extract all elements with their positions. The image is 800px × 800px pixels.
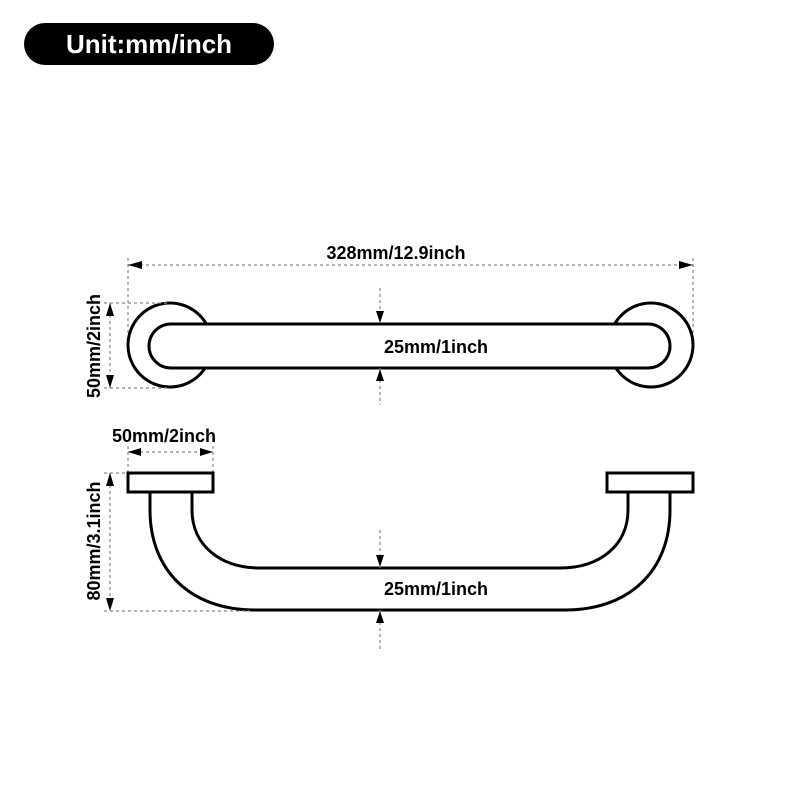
side-view: 50mm/2inch 80mm/3.1inch 25mm/1inch xyxy=(84,426,695,650)
unit-badge: Unit:mm/inch xyxy=(24,23,274,65)
overall-length-label: 328mm/12.9inch xyxy=(326,243,465,263)
tube-diameter-label: 25mm/1inch xyxy=(384,337,488,357)
side-tube-dia-arrow-top xyxy=(376,555,384,567)
flange-diameter-label: 50mm/2inch xyxy=(84,294,104,398)
flange-width-arrow-left xyxy=(128,448,141,456)
tube-dia-arrow-top xyxy=(376,311,384,323)
bar-outer-edge xyxy=(148,492,672,612)
flange-width-arrow-right xyxy=(200,448,213,456)
flange-dia-arrow-bottom xyxy=(106,375,114,388)
overall-length-arrow-right xyxy=(679,261,693,269)
projection-arrow-top xyxy=(106,473,114,486)
bar-inner-edge xyxy=(190,492,630,570)
overall-length-arrow-left xyxy=(128,261,142,269)
projection-arrow-bottom xyxy=(106,598,114,611)
flange-plate-right xyxy=(605,471,695,494)
tube-top xyxy=(147,322,672,370)
tube-dia-arrow-bottom xyxy=(376,369,384,381)
side-tube-dia-arrow-bottom xyxy=(376,611,384,623)
flange-dia-arrow-top xyxy=(106,303,114,316)
top-view: 328mm/12.9inch 50mm/2inch 25mm/1inch xyxy=(84,243,695,405)
side-tube-diameter-label: 25mm/1inch xyxy=(384,579,488,599)
projection-label: 80mm/3.1inch xyxy=(84,481,104,600)
flange-plate-left xyxy=(126,471,215,494)
flange-width-label: 50mm/2inch xyxy=(112,426,216,446)
